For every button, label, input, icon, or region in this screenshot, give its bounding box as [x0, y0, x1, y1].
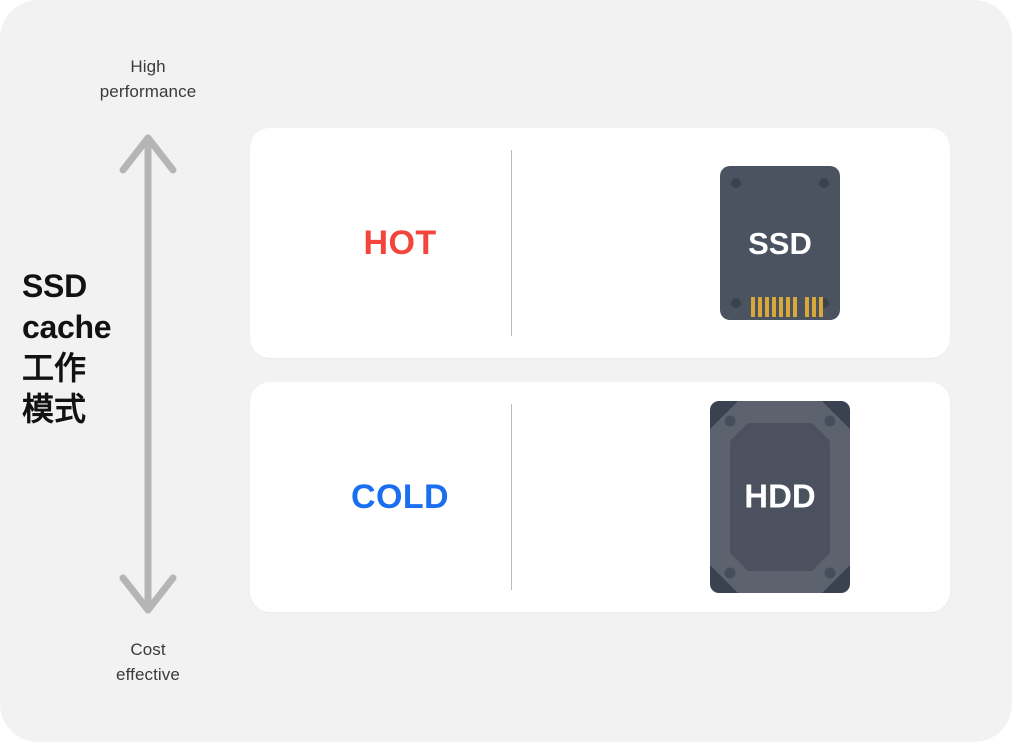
axis-bottom-label-line1: Cost [130, 640, 166, 659]
ssd-device-text: SSD [748, 226, 812, 261]
double-arrow-icon [110, 128, 186, 620]
page-title: SSD cache 工作 模式 [22, 266, 142, 430]
tier-label-hot: HOT [363, 223, 437, 262]
axis-top-label-line1: High [130, 57, 166, 76]
tier-card-cold[interactable]: COLD HDD HDD [250, 382, 950, 612]
performance-axis-column: High performance SSD cache 工作 模式 Cost ef… [0, 0, 250, 742]
page-title-line4: 模式 [22, 390, 87, 427]
tier-label-cold: COLD [351, 477, 449, 516]
ssd-drive-icon: SSD SSD [630, 128, 930, 358]
hdd-device-text: HDD [744, 478, 816, 515]
axis-bottom-label-line2: effective [116, 664, 180, 684]
page-title-line3: 工作 [22, 349, 87, 386]
hdd-drive-icon: HDD HDD [630, 382, 930, 612]
tier-card-hot[interactable]: HOT [250, 128, 950, 358]
page-title-line1: SSD [22, 268, 87, 304]
axis-top-label-line2: performance [99, 81, 197, 101]
card-divider [511, 150, 512, 336]
page-title-line2: cache [22, 308, 112, 345]
card-divider [511, 404, 512, 590]
axis-top-label: High performance [60, 55, 236, 104]
axis-bottom-label: Cost effective [60, 638, 236, 687]
